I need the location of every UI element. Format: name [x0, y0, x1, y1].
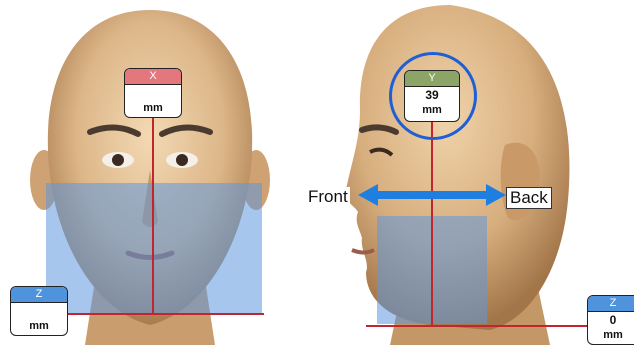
- z-measurement-value-front: [11, 303, 67, 319]
- front-direction-label: Front: [306, 187, 350, 207]
- x-measurement-unit: mm: [125, 101, 181, 116]
- z-measurement-axis-side: Z: [588, 296, 634, 312]
- x-measurement-value: [125, 85, 181, 101]
- y-measurement-axis: Y: [405, 71, 459, 87]
- back-direction-label: Back: [506, 187, 552, 209]
- z-measurement-unit-front: mm: [11, 319, 67, 334]
- side-horizontal-reference-line: [366, 325, 588, 327]
- z-measurement-unit-side: mm: [588, 328, 634, 343]
- x-measurement-box[interactable]: X mm: [124, 68, 182, 118]
- y-measurement-unit: mm: [405, 103, 459, 118]
- front-measurement-overlay: [46, 183, 262, 314]
- front-vertical-reference-line: [152, 90, 154, 314]
- z-measurement-box-front[interactable]: Z mm: [10, 286, 68, 336]
- y-measurement-box[interactable]: Y 39 mm: [404, 70, 460, 122]
- z-measurement-box-side[interactable]: Z 0 mm: [587, 295, 634, 345]
- z-measurement-value-side: 0: [588, 312, 634, 328]
- front-horizontal-reference-line: [36, 313, 264, 315]
- front-back-double-arrow-icon: [358, 184, 506, 206]
- z-measurement-axis-front: Z: [11, 287, 67, 303]
- side-view-panel: Y 39 mm Front Back Z 0 mm: [300, 0, 634, 345]
- front-view-panel: X mm Z mm: [0, 0, 300, 345]
- side-vertical-reference-line: [431, 120, 433, 326]
- x-measurement-axis: X: [125, 69, 181, 85]
- y-measurement-value: 39: [405, 87, 459, 103]
